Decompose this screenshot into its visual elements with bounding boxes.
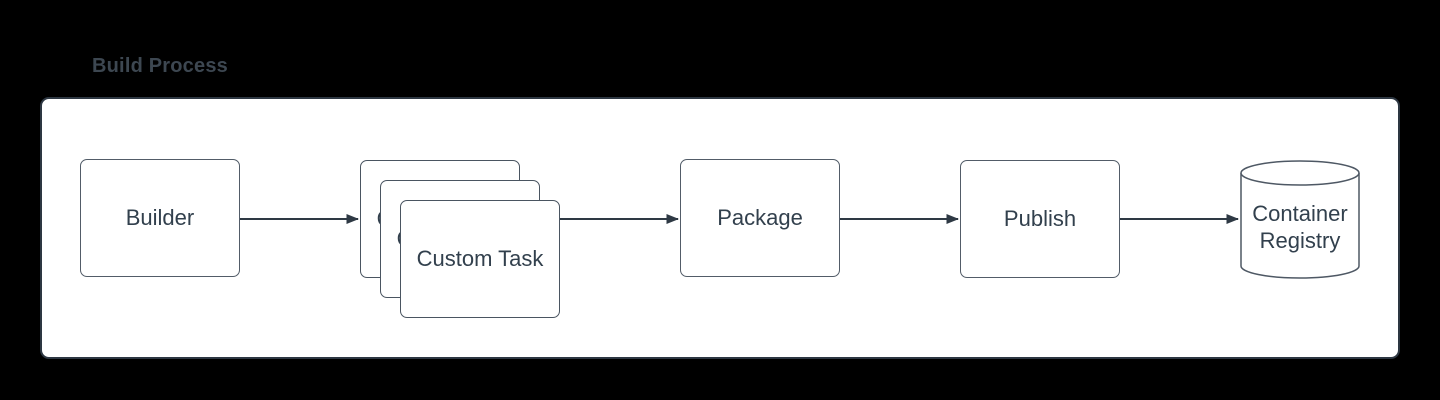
- diagram-title: Build Process: [92, 55, 228, 77]
- node-publish-label: Publish: [1003, 206, 1077, 231]
- node-package-label: Package: [717, 205, 803, 230]
- node-builder-label: Builder: [125, 205, 195, 230]
- node-container-registry[interactable]: Container Registry: [1240, 160, 1360, 280]
- custom-task-card-front[interactable]: Custom Task: [400, 200, 560, 318]
- node-publish[interactable]: Publish: [960, 160, 1120, 278]
- node-custom-task[interactable]: Custom Task Custom Task Custom Task: [360, 160, 560, 318]
- node-builder[interactable]: Builder: [80, 159, 240, 277]
- node-package[interactable]: Package: [680, 159, 840, 277]
- node-container-registry-label: Container Registry: [1252, 201, 1348, 253]
- cylinder-shape-icon: [1240, 160, 1360, 279]
- node-custom-task-label: Custom Task: [416, 246, 544, 271]
